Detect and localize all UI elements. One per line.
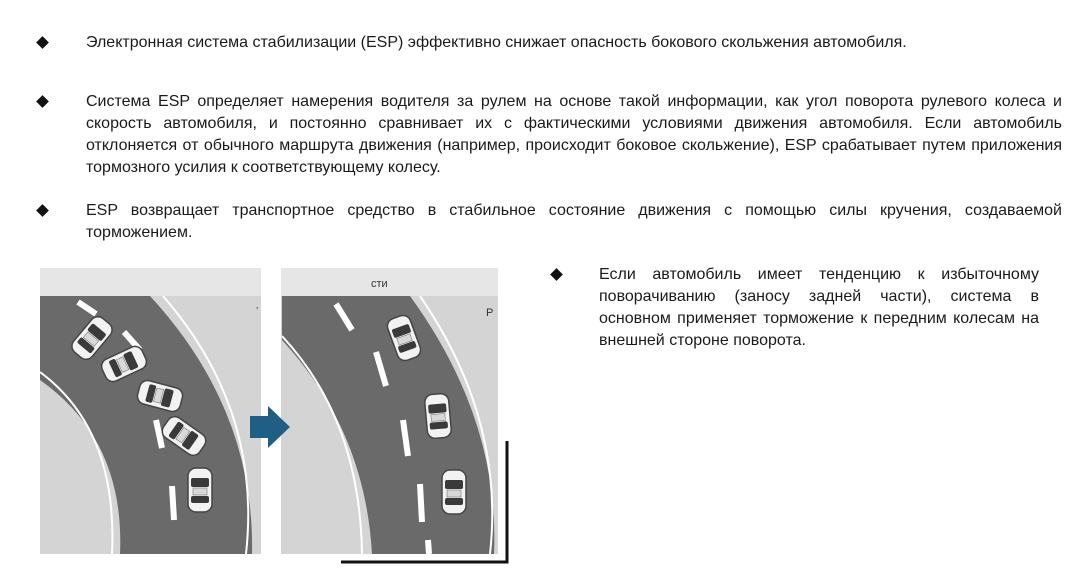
right-caption-fragment: сти	[371, 278, 388, 290]
left-edge-fragment: ’	[256, 306, 258, 317]
figure-frame-corner	[341, 441, 509, 564]
transition-arrow-icon	[250, 406, 290, 448]
left-road-edge-line	[162, 296, 250, 554]
car-stable-2	[423, 392, 453, 440]
bullet-text-1: Электронная система стабилизации (ESP) э…	[86, 34, 907, 51]
car-skid-5	[187, 467, 213, 513]
right-road-inner-edge	[282, 335, 363, 554]
left-road-inner-edge	[40, 371, 114, 554]
car-stable-3	[441, 469, 467, 515]
right-edge-fragment: Р	[486, 307, 493, 319]
bullet-text-3: ESP возвращает транспортное средство в с…	[86, 202, 1062, 241]
right-lane-dashes	[333, 302, 432, 554]
right-road-edge-line	[419, 296, 494, 554]
bullet-text-4: Если автомобиль имеет тенденцию к избыто…	[599, 266, 1039, 349]
bullet-text-2: Система ESP определяет намерения водител…	[86, 93, 1062, 176]
